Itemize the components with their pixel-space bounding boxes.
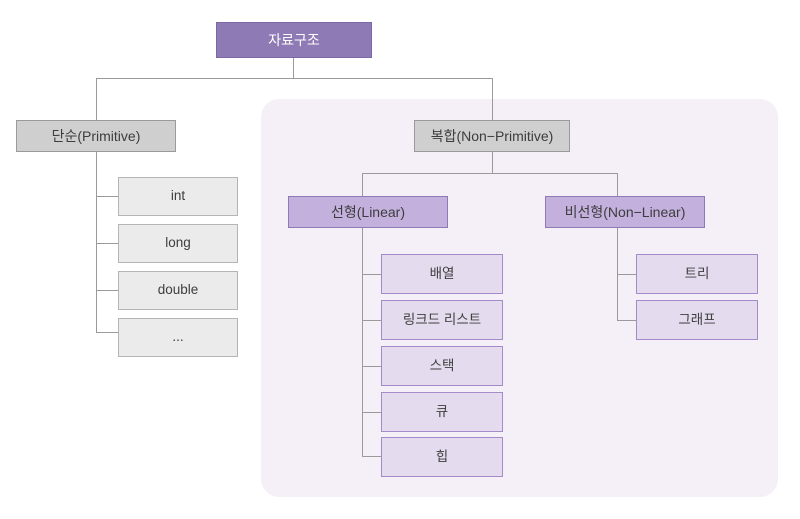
node-non-linear-label: 비선형(Non−Linear) — [564, 203, 686, 220]
connector-non-linear-stub-graph — [617, 320, 636, 321]
connector-linear-stub-queue — [362, 412, 381, 413]
node-linear-child-heap-label: 힙 — [435, 448, 449, 464]
connector-root-split — [96, 78, 493, 79]
node-non-linear-child-tree-label: 트리 — [684, 265, 710, 281]
node-linear-child-linked-list[interactable]: 링크드 리스트 — [381, 300, 503, 340]
node-primitive-child-ellipsis-label: ... — [172, 329, 184, 345]
node-linear-child-stack-label: 스택 — [429, 357, 455, 373]
node-primitive-child-double-label: double — [157, 282, 199, 298]
node-primitive[interactable]: 단순(Primitive) — [16, 120, 176, 152]
connector-root-to-non-primitive — [492, 78, 493, 120]
connector-primitive-stub-etc — [96, 332, 118, 333]
node-linear-child-queue-label: 큐 — [435, 403, 449, 419]
node-linear-child-linked-list-label: 링크드 리스트 — [402, 311, 482, 327]
connector-linear-stub-stack — [362, 366, 381, 367]
node-root-data-structure[interactable]: 자료구조 — [216, 22, 372, 58]
node-non-linear-child-graph-label: 그래프 — [678, 311, 716, 327]
node-linear-child-heap[interactable]: 힙 — [381, 437, 503, 477]
connector-linear-stub-array — [362, 274, 381, 275]
connector-primitive-spine — [96, 152, 97, 332]
connector-linear-stub-linkedlist — [362, 320, 381, 321]
connector-non-linear-stub-tree — [617, 274, 636, 275]
connector-primitive-stub-int — [96, 196, 118, 197]
connector-to-non-linear — [617, 173, 618, 196]
connector-root-down — [293, 58, 294, 78]
connector-linear-spine — [362, 228, 363, 456]
node-linear-label: 선형(Linear) — [330, 203, 405, 220]
node-primitive-child-long[interactable]: long — [118, 224, 238, 263]
node-linear[interactable]: 선형(Linear) — [288, 196, 448, 228]
node-primitive-child-int-label: int — [170, 188, 186, 204]
node-non-primitive[interactable]: 복합(Non−Primitive) — [414, 120, 570, 152]
node-linear-child-array[interactable]: 배열 — [381, 254, 503, 294]
node-primitive-child-long-label: long — [165, 235, 191, 251]
node-primitive-label: 단순(Primitive) — [51, 127, 141, 144]
node-non-linear-child-tree[interactable]: 트리 — [636, 254, 758, 294]
node-linear-child-stack[interactable]: 스택 — [381, 346, 503, 386]
non-primitive-group-panel — [261, 99, 778, 497]
connector-to-linear — [362, 173, 363, 196]
connector-primitive-stub-double — [96, 290, 118, 291]
node-root-label: 자료구조 — [268, 31, 320, 48]
node-non-primitive-label: 복합(Non−Primitive) — [430, 127, 554, 144]
connector-non-primitive-split — [362, 173, 618, 174]
node-non-linear[interactable]: 비선형(Non−Linear) — [545, 196, 705, 228]
node-linear-child-array-label: 배열 — [429, 265, 455, 281]
node-primitive-child-double[interactable]: double — [118, 271, 238, 310]
connector-primitive-stub-long — [96, 243, 118, 244]
node-primitive-child-ellipsis[interactable]: ... — [118, 318, 238, 357]
node-linear-child-queue[interactable]: 큐 — [381, 392, 503, 432]
node-primitive-child-int[interactable]: int — [118, 177, 238, 216]
node-non-linear-child-graph[interactable]: 그래프 — [636, 300, 758, 340]
connector-linear-stub-heap — [362, 456, 381, 457]
connector-non-primitive-down — [492, 152, 493, 173]
connector-root-to-primitive — [96, 78, 97, 120]
